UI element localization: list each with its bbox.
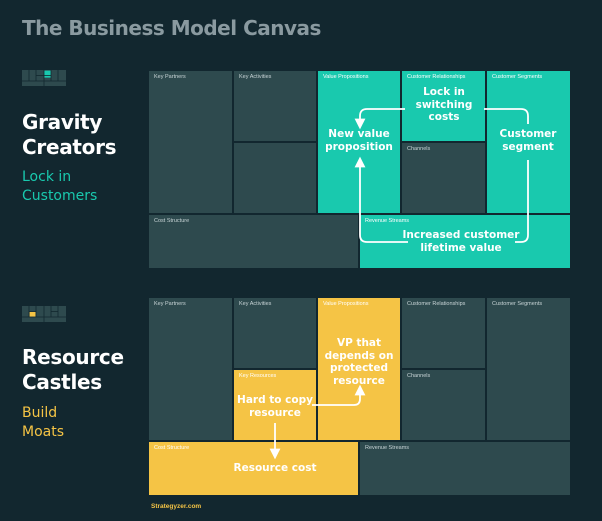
gravity-subtitle: Lock in Customers bbox=[22, 168, 97, 206]
mini-canvas-icon-yellow bbox=[22, 306, 66, 322]
gravity-title-line1: Gravity bbox=[22, 110, 103, 134]
gravity-cr-text: Lock in switching costs bbox=[415, 86, 473, 123]
castles-cost-structure: Cost Structure bbox=[149, 442, 358, 495]
gravity-key-partners: Key Partners bbox=[149, 71, 232, 213]
mini-canvas-icon-teal bbox=[22, 70, 66, 86]
gravity-key-resources bbox=[234, 143, 316, 213]
footer-credit: Strategyzer.com bbox=[151, 503, 202, 510]
castles-kr-text: Hard to copy resource bbox=[237, 394, 313, 419]
castles-channels: Channels bbox=[402, 370, 485, 440]
gravity-key-activities: Key Activities bbox=[234, 71, 316, 141]
gravity-subtitle-line2: Customers bbox=[22, 188, 98, 204]
castles-subtitle: Build Moats bbox=[22, 404, 64, 442]
castles-title-line1: Resource bbox=[22, 345, 124, 369]
page-title: The Business Model Canvas bbox=[22, 16, 321, 40]
castles-cost-text: Resource cost bbox=[233, 462, 317, 474]
castles-title-line2: Castles bbox=[22, 370, 102, 394]
castles-title: Resource Castles bbox=[22, 345, 124, 395]
castles-key-partners: Key Partners bbox=[149, 298, 232, 440]
gravity-canvas: Key Partners Key Activities Value Propos… bbox=[149, 71, 570, 268]
castles-subtitle-line1: Build bbox=[22, 405, 58, 421]
gravity-rs-text: Increased customer lifetime value bbox=[402, 229, 520, 254]
castles-vp-text: VP that depends on protected resource bbox=[324, 337, 394, 387]
castles-key-activities: Key Activities bbox=[234, 298, 316, 368]
gravity-vp-text: New value proposition bbox=[325, 128, 393, 153]
gravity-title: Gravity Creators bbox=[22, 110, 117, 160]
castles-customer-relationships: Customer Relationships bbox=[402, 298, 485, 368]
castles-subtitle-line2: Moats bbox=[22, 424, 65, 440]
castles-revenue-streams: Revenue Streams bbox=[360, 442, 570, 495]
gravity-cs-text: Customer segment bbox=[499, 128, 557, 153]
gravity-title-line2: Creators bbox=[22, 135, 117, 159]
castles-customer-segments: Customer Segments bbox=[487, 298, 570, 440]
gravity-channels: Channels bbox=[402, 143, 485, 213]
gravity-subtitle-line1: Lock in bbox=[22, 169, 72, 185]
castles-value-propositions: Value Propositions bbox=[318, 298, 400, 440]
gravity-cost-structure: Cost Structure bbox=[149, 215, 358, 268]
gravity-customer-relationships: Customer Relationships bbox=[402, 71, 485, 141]
castles-canvas: Key Partners Key Activities Key Resource… bbox=[149, 298, 570, 495]
